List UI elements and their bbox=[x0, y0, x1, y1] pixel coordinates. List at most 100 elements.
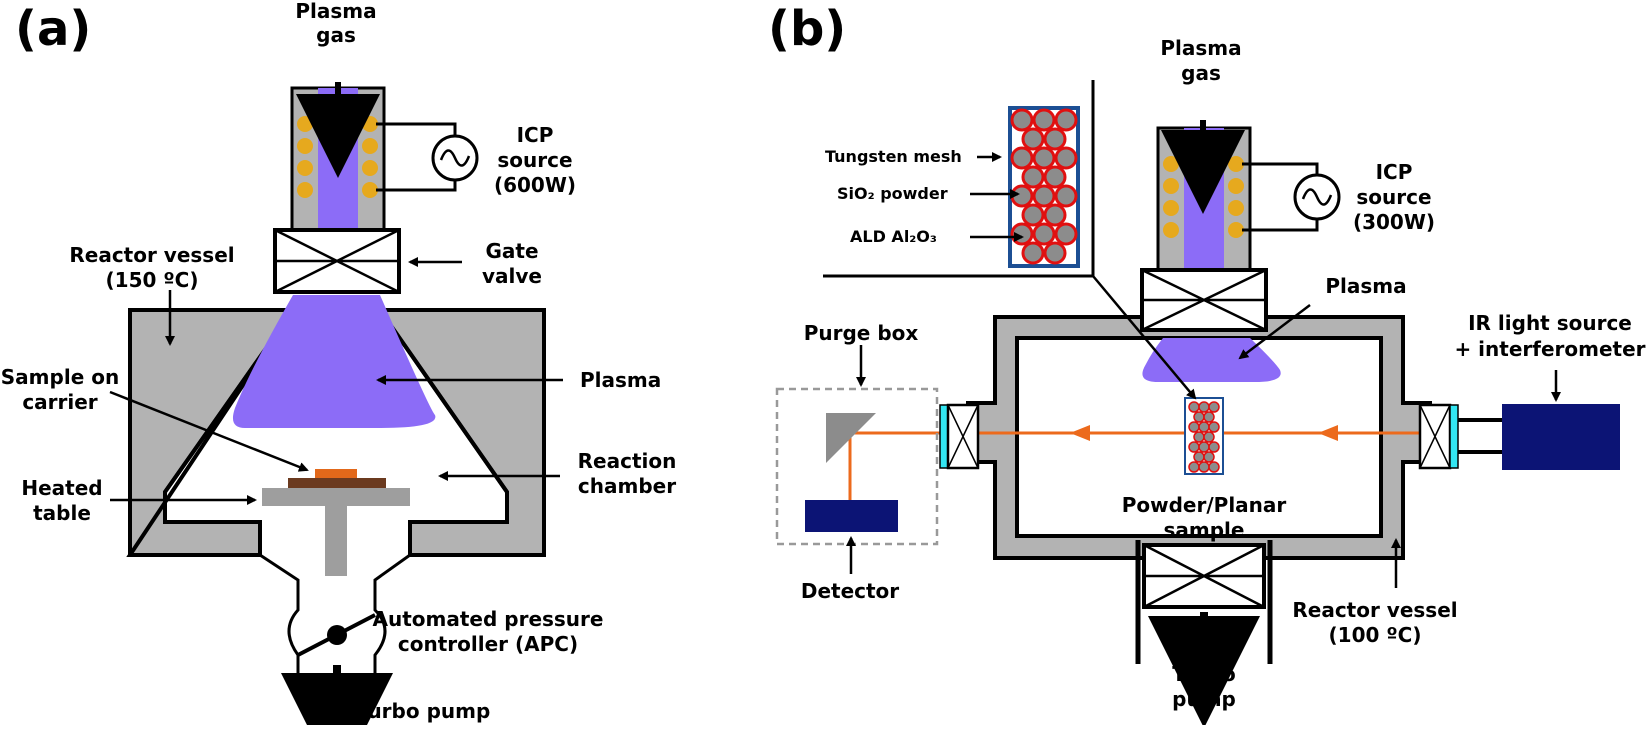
powder-particle bbox=[1010, 108, 1034, 132]
exhaust-duct-a bbox=[259, 553, 411, 690]
sample-label-a: Sample on bbox=[1, 365, 119, 389]
purge-box-label: Purge box bbox=[804, 321, 919, 345]
detector bbox=[805, 500, 898, 532]
powder-particle bbox=[1188, 441, 1200, 453]
svg-text:source: source bbox=[497, 148, 572, 172]
svg-text:controller (APC): controller (APC) bbox=[398, 632, 578, 656]
powder-particle bbox=[1208, 441, 1220, 453]
svg-text:(150 ºC): (150 ºC) bbox=[106, 268, 199, 292]
powder-particle bbox=[1010, 146, 1034, 170]
powder-particle bbox=[1021, 165, 1045, 189]
svg-text:(100 ºC): (100 ºC) bbox=[1329, 623, 1422, 647]
plasma-a bbox=[232, 295, 436, 428]
powder-particle bbox=[1054, 108, 1078, 132]
sio2-particles-chamber bbox=[1188, 401, 1220, 473]
panel-b-letter: (b) bbox=[768, 1, 846, 57]
svg-text:valve: valve bbox=[482, 264, 542, 288]
turbo-label-a: Turbo pump bbox=[356, 699, 490, 723]
powder-particle bbox=[1043, 127, 1067, 151]
svg-text:+ interferometer: + interferometer bbox=[1454, 337, 1645, 361]
powder-particle bbox=[1021, 127, 1045, 151]
gate-valve-label-a: Gate bbox=[485, 239, 538, 263]
powder-particle bbox=[1054, 146, 1078, 170]
powder-particle bbox=[1032, 184, 1056, 208]
powder-particle bbox=[1198, 401, 1210, 413]
svg-text:(600W): (600W) bbox=[494, 173, 576, 197]
plasma-gas-label-a: Plasma bbox=[295, 0, 376, 23]
powder-particle bbox=[1010, 184, 1034, 208]
powder-particle bbox=[1208, 401, 1220, 413]
powder-particle bbox=[1188, 461, 1200, 473]
powder-particle bbox=[1032, 146, 1056, 170]
powder-particle bbox=[1032, 108, 1056, 132]
turbo-label-b: Turbo bbox=[1172, 662, 1236, 686]
svg-text:(300W): (300W) bbox=[1353, 210, 1435, 234]
svg-text:carrier: carrier bbox=[22, 390, 97, 414]
plasma-label-b: Plasma bbox=[1325, 274, 1406, 298]
svg-text:source: source bbox=[1356, 185, 1431, 209]
svg-text:gas: gas bbox=[1181, 61, 1221, 85]
sample-carrier-a bbox=[288, 478, 386, 488]
powder-particle bbox=[1010, 222, 1034, 246]
powder-particle bbox=[1043, 165, 1067, 189]
powder-particle bbox=[1193, 451, 1205, 463]
valve-cross-icon bbox=[274, 228, 400, 294]
svg-text:chamber: chamber bbox=[578, 474, 676, 498]
powder-particle bbox=[1198, 441, 1210, 453]
powder-particle bbox=[1203, 451, 1215, 463]
heated-table-a bbox=[262, 488, 410, 506]
vessel-outline-a bbox=[126, 308, 546, 557]
ald-al2o3-label: ALD Al₂O₃ bbox=[850, 227, 937, 246]
tungsten-mesh-label: Tungsten mesh bbox=[825, 147, 962, 166]
plasma-gas-label-b: Plasma bbox=[1160, 36, 1241, 60]
panel-a: (a) bbox=[1, 0, 677, 729]
icp-label-b: ICP bbox=[1376, 160, 1413, 184]
powder-particle bbox=[1193, 431, 1205, 443]
powder-particle bbox=[1054, 222, 1078, 246]
powder-particle bbox=[1198, 461, 1210, 473]
plasma-b bbox=[1142, 338, 1281, 382]
svg-text:table: table bbox=[33, 501, 91, 525]
apc-pivot-a bbox=[327, 625, 347, 645]
powder-particle bbox=[1032, 222, 1056, 246]
reactor-vessel-label-b: Reactor vessel bbox=[1292, 598, 1457, 622]
ir-source-box bbox=[1502, 404, 1620, 470]
reaction-chamber-label-a: Reaction bbox=[578, 449, 677, 473]
panel-a-letter: (a) bbox=[15, 1, 91, 57]
table-stem-a bbox=[325, 506, 347, 576]
powder-particle bbox=[1188, 401, 1200, 413]
ir-source-label: IR light source bbox=[1468, 311, 1632, 335]
powder-particle bbox=[1203, 431, 1215, 443]
ir-window-right bbox=[1449, 404, 1459, 469]
powder-particle bbox=[1198, 421, 1210, 433]
icp-label-a: ICP bbox=[517, 123, 554, 147]
mirror-icon bbox=[826, 413, 876, 463]
powder-particle bbox=[1043, 241, 1067, 265]
powder-particle bbox=[1054, 184, 1078, 208]
powder-particle bbox=[1203, 411, 1215, 423]
powder-particle bbox=[1208, 421, 1220, 433]
powder-particle bbox=[1021, 203, 1045, 227]
powder-sample-label: Powder/Planar bbox=[1122, 493, 1287, 517]
svg-text:pump: pump bbox=[1172, 687, 1236, 711]
valve-cross-icon-b bbox=[1141, 268, 1267, 332]
reactor-vessel-label-a: Reactor vessel bbox=[69, 243, 234, 267]
svg-text:gas: gas bbox=[316, 23, 356, 47]
powder-particle bbox=[1021, 241, 1045, 265]
powder-particle bbox=[1193, 411, 1205, 423]
powder-particle bbox=[1208, 461, 1220, 473]
svg-text:sample: sample bbox=[1164, 518, 1245, 542]
sio2-powder-label: SiO₂ powder bbox=[837, 184, 948, 203]
powder-particle bbox=[1188, 421, 1200, 433]
panel-b: (b) bbox=[768, 1, 1646, 728]
icp-circuit-a bbox=[376, 122, 457, 192]
detector-label: Detector bbox=[801, 579, 899, 603]
plasma-label-a: Plasma bbox=[580, 368, 661, 392]
powder-particle bbox=[1043, 203, 1067, 227]
sample-a bbox=[315, 469, 357, 478]
icp-circuit-b bbox=[1242, 162, 1319, 232]
apc-label-a: Automated pressure bbox=[373, 607, 604, 631]
heated-table-label-a: Heated bbox=[21, 476, 102, 500]
